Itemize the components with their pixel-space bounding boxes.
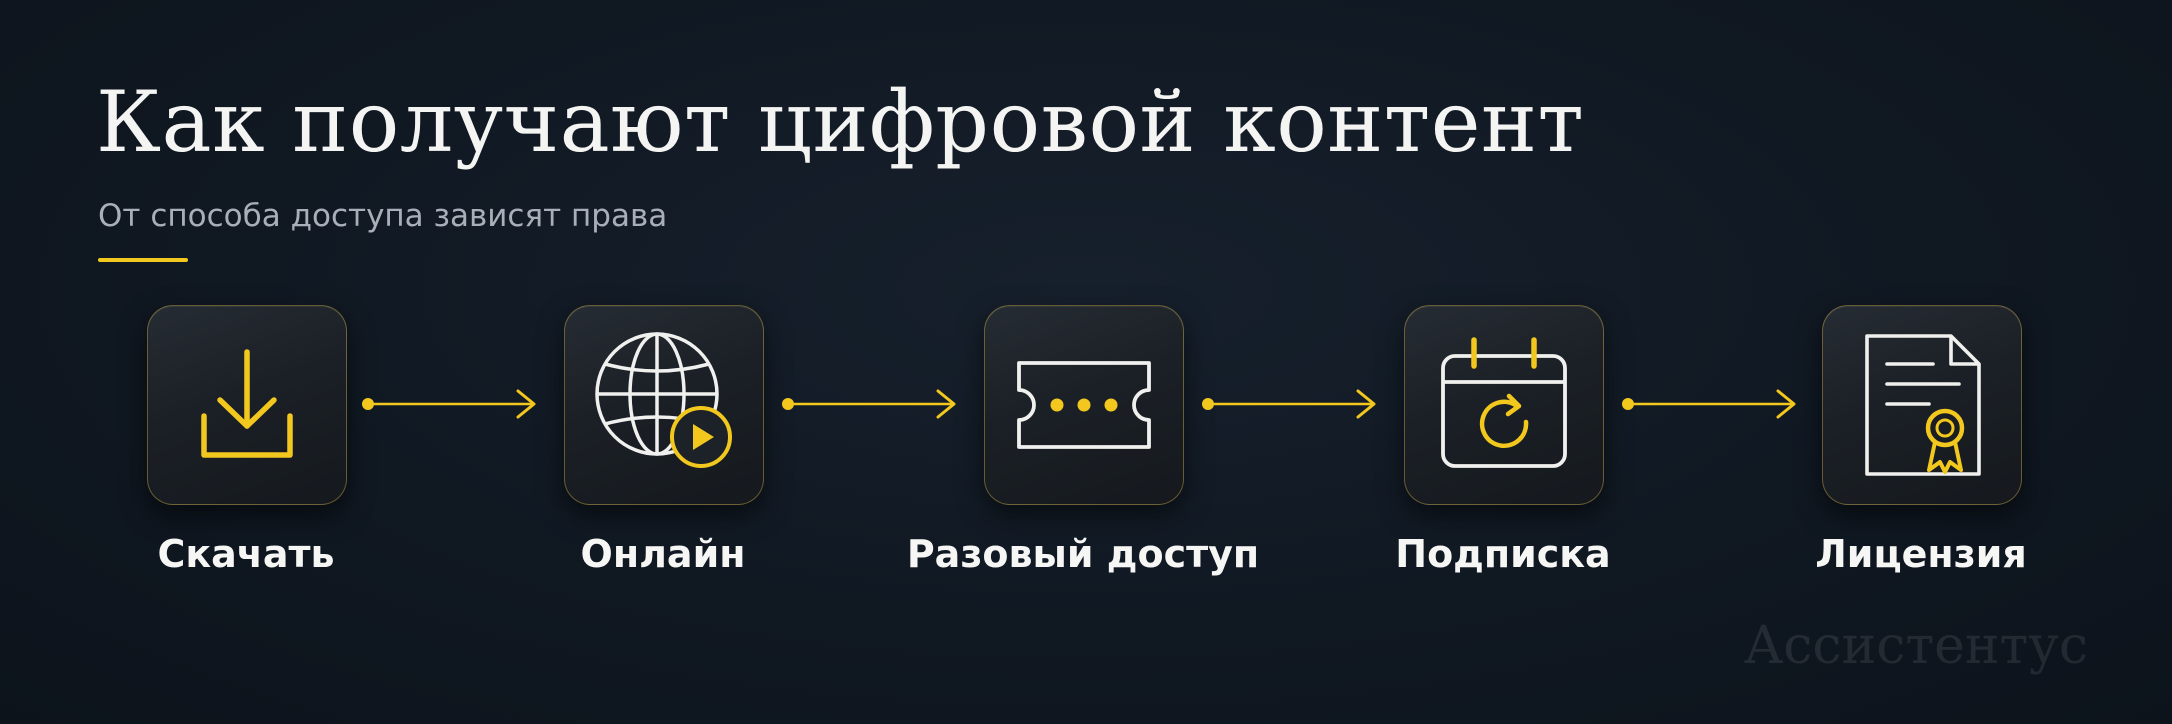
step-tile-license: [1822, 305, 2022, 505]
step-label-one-time-access: Разовый доступ: [906, 532, 1260, 576]
connector-arrow-2: [782, 389, 972, 419]
step-tile-download: [147, 305, 347, 505]
step-label-license: Лицензия: [1815, 532, 2027, 576]
globe-play-icon: [595, 332, 732, 468]
connector-arrow-4: [1622, 389, 1812, 419]
step-label-online: Онлайн: [580, 532, 746, 576]
step-tile-subscription: [1404, 305, 1604, 505]
step-label-subscription: Подписка: [1395, 532, 1611, 576]
ticket-icon: [1017, 361, 1151, 449]
step-tile-one-time-access: [984, 305, 1184, 505]
step-label-download: Скачать: [157, 532, 335, 576]
watermark: Ассистентус: [1743, 616, 2088, 676]
page-subtitle: От способа доступа зависят права: [98, 198, 668, 234]
download-icon: [201, 349, 293, 458]
calendar-refresh-icon: [1441, 337, 1567, 468]
connector-arrow-3: [1202, 389, 1392, 419]
page-title: Как получают цифровой контент: [96, 73, 1585, 171]
certificate-icon: [1865, 334, 1981, 476]
connector-arrow-1: [362, 389, 552, 419]
accent-underline: [98, 258, 188, 262]
step-tile-online: [564, 305, 764, 505]
